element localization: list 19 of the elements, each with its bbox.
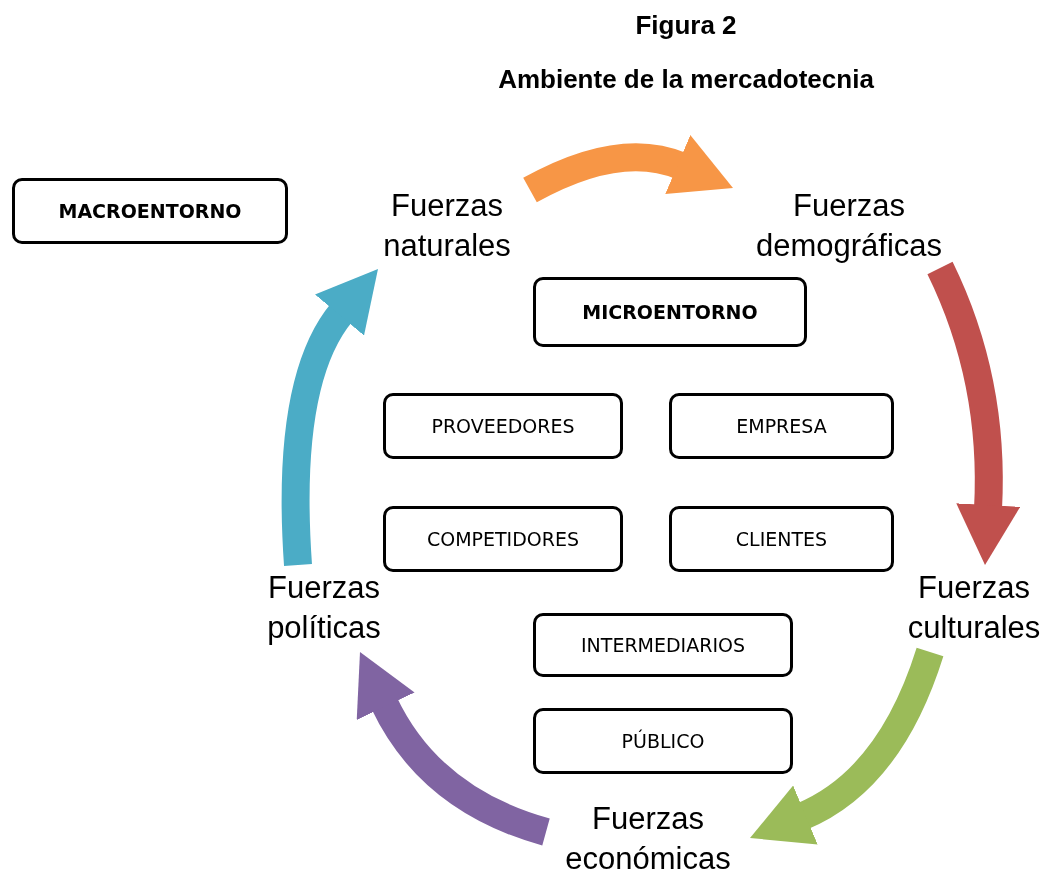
force-label: Fuerzas culturales [893,567,1055,649]
curved-arrow [281,266,376,566]
label-box: PÚBLICO [533,708,793,774]
figure-title: Figura 2 [634,10,738,41]
curved-arrow [523,134,735,203]
curved-arrow [357,652,551,846]
label-box: COMPETIDORES [383,506,623,572]
label-box: MICROENTORNO [533,277,807,347]
force-label: Fuerzas naturales [362,185,532,267]
force-label: Fuerzas demográficas [735,185,963,267]
label-box: MACROENTORNO [12,178,288,244]
label-box: EMPRESA [669,393,894,459]
figure-subtitle: Ambiente de la mercadotecnia [497,64,875,95]
label-box: PROVEEDORES [383,393,623,459]
curved-arrow [751,647,944,844]
curved-arrow [927,262,1021,566]
force-label: Fuerzas económicas [548,798,748,880]
label-box: CLIENTES [669,506,894,572]
label-box: INTERMEDIARIOS [533,613,793,677]
